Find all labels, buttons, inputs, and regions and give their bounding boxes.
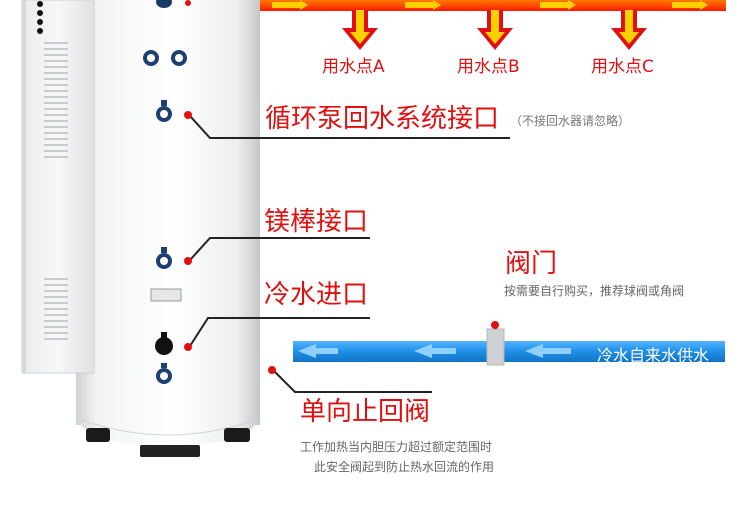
pipe-label: 冷水自来水供水 [597,346,710,365]
magnesium-port-label: 镁棒接口 [264,207,369,237]
valve-note: 按需要自行购买，推荐球阀或角阀 [504,284,685,298]
pointer-dots [184,111,499,374]
cold-water-pipe [293,341,725,362]
pointer-lines [189,115,510,393]
check-valve-note-2: 此安全阀起到防止热水回流的作用 [314,460,495,474]
check-valve-label: 单向止回阀 [300,397,431,427]
valve-title: 阀门 [505,249,558,279]
outlet-label-c: 用水点C [591,57,654,77]
outlet-arrow-b [477,10,513,50]
cold-inlet-label: 冷水进口 [264,280,369,310]
outlet-arrow-c [611,10,647,50]
water-tank [75,0,261,457]
hot-water-band [258,0,726,11]
valve-body [486,328,505,366]
outlet-label-a: 用水点A [322,57,385,77]
outlet-label-b: 用水点B [457,57,520,77]
outlet-arrow-a [342,10,378,50]
circulation-port-label: 循环泵回水系统接口 [265,104,500,134]
hot-band-arrows [272,0,708,10]
circulation-port-note: （不接回水器请忽略） [510,114,631,128]
side-panel [21,0,95,374]
tank-fittings [143,0,191,384]
check-valve-note-1: 工作加热当内胆压力超过额定范围时 [300,440,493,454]
